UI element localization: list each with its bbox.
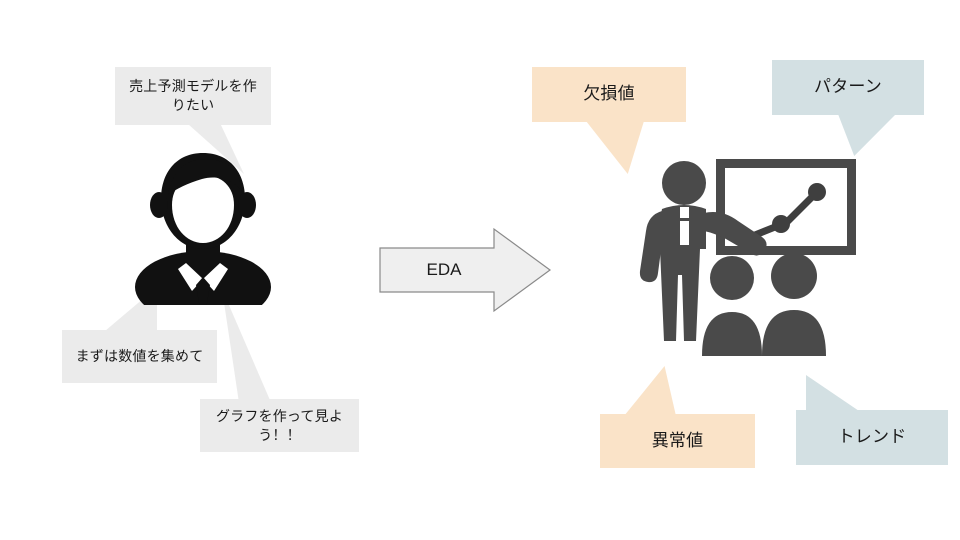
callout-trend-text: トレンド bbox=[837, 427, 907, 447]
callout-pattern-text: パターン bbox=[814, 77, 882, 97]
businessman-silhouette-icon bbox=[135, 153, 271, 305]
speech-bubble-goal-text: 売上予測モデルを作りたい bbox=[129, 78, 257, 113]
eda-arrow-label: EDA bbox=[426, 260, 462, 279]
speech-bubble-graph-text: グラフを作って見よう！！ bbox=[215, 407, 344, 443]
callout-pattern-tail bbox=[838, 114, 896, 156]
speech-bubble-collect-text: まずは数値を集めて bbox=[75, 348, 204, 365]
callout-outlier-tail bbox=[624, 366, 676, 416]
speech-bubble-graph-tail bbox=[222, 289, 271, 401]
speech-bubble-collect: まずは数値を集めて bbox=[62, 330, 217, 383]
speech-bubble-goal: 売上予測モデルを作りたい bbox=[115, 67, 271, 125]
callout-trend: トレンド bbox=[796, 410, 948, 465]
eda-arrow: EDA bbox=[378, 226, 553, 314]
callout-missing-values: 欠損値 bbox=[532, 67, 686, 122]
arrow-right-icon bbox=[379, 227, 552, 313]
callout-trend-tail bbox=[806, 375, 862, 413]
callout-missing-values-text: 欠損値 bbox=[583, 84, 635, 104]
callout-pattern: パターン bbox=[772, 60, 924, 115]
callout-outlier-text: 異常値 bbox=[651, 430, 704, 450]
speech-bubble-graph: グラフを作って見よう！！ bbox=[200, 399, 359, 452]
callout-outlier: 異常値 bbox=[600, 414, 755, 468]
presentation-with-chart-icon bbox=[639, 159, 856, 356]
